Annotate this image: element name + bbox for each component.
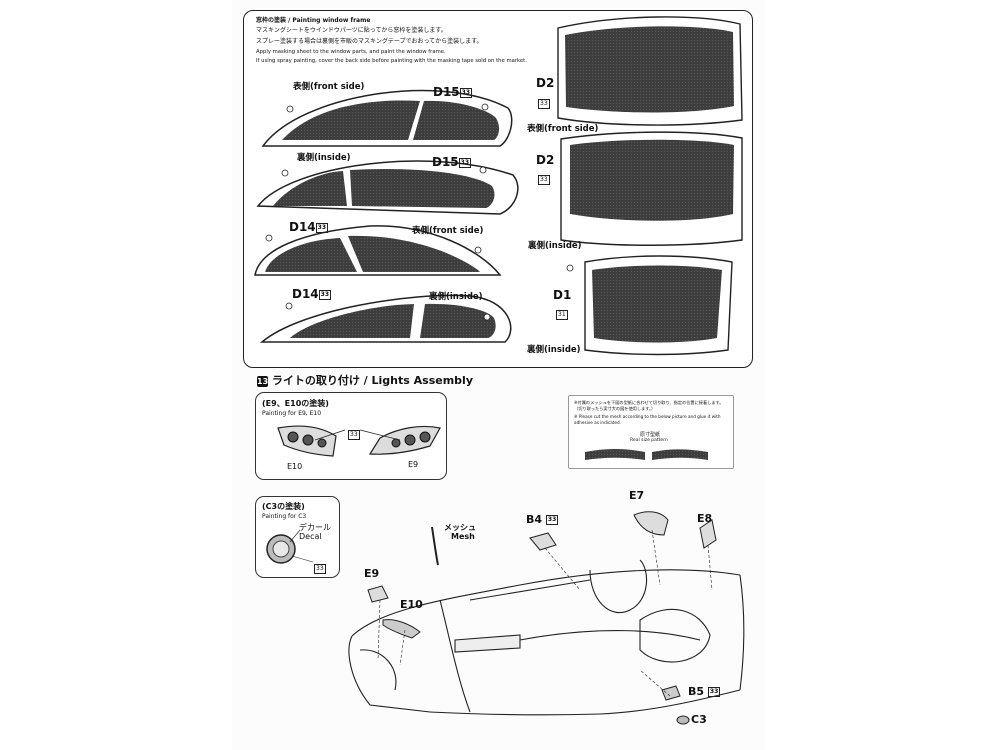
d2-inside-label: 裏側(inside) (528, 241, 582, 251)
c3-callout: 33 (314, 563, 326, 574)
decal-label-jp: デカール (299, 523, 331, 532)
e9-assembly-label: E9 (364, 567, 380, 580)
instruction-line-4: If using spray painting, cover the back … (256, 58, 527, 64)
d1-inside-label: 裏側(inside) (527, 345, 581, 355)
mesh-note-line-4: adhesive as indicated. (574, 420, 621, 425)
mesh-note-line-3: ※ Please cut the mesh according to the b… (574, 414, 721, 419)
decal-label-en: Decal (299, 532, 322, 541)
d14-inside-label: 裏側(inside) (429, 292, 483, 302)
mesh-label-jp: メッシュ (444, 523, 476, 532)
d2-inside-num: 33 (538, 174, 550, 185)
e7-label: E7 (629, 489, 645, 502)
d2-front-label: 表側(front side) (527, 124, 599, 134)
d2-inside-part: D2 (536, 153, 555, 167)
c3-painting-box (255, 496, 340, 578)
d2-front-num: 33 (538, 98, 550, 109)
mesh-note-line-2: （切り取ったら実寸大の図を使用します。） (574, 406, 656, 411)
window-frame-title: 窓枠の塗装 / Painting window frame (256, 17, 371, 24)
e10-assembly-label: E10 (400, 598, 423, 611)
d14-front-label: 表側(front side) (412, 226, 484, 236)
d2-front-part: D2 (536, 76, 555, 90)
pattern-label-jp: 原寸型紙 (640, 432, 661, 438)
lights-box-title: (E9、E10の塗装) (262, 399, 329, 408)
c3-box-title: (C3の塗装) (262, 502, 305, 511)
e9-label: E9 (408, 460, 419, 469)
d15-inside-label: 裏側(inside) (297, 153, 351, 163)
lights-callout: 33 (348, 429, 360, 440)
lights-box-subtitle: Painting for E9, E10 (262, 410, 322, 417)
instruction-line-3: Apply masking sheet to the window parts,… (256, 49, 446, 55)
step13-heading: 13 ライトの取り付け / Lights Assembly (257, 374, 473, 387)
e8-label: E8 (697, 512, 713, 525)
b5-label: B5 33 (688, 685, 721, 698)
mesh-note-line-1: ※付属のメッシュを下図の型紙に合わせて切り取り、指定の位置に接着します。 (574, 400, 724, 405)
d1-part: D1 (553, 288, 572, 302)
e10-label: E10 (287, 462, 303, 471)
c3-box-subtitle: Painting for C3 (262, 513, 307, 520)
d1-num: 31 (556, 309, 568, 320)
b4-label: B4 33 (526, 513, 559, 526)
instruction-line-2: スプレー塗装する場合は裏側を市販のマスキングテープでおおってから塗装します。 (256, 38, 483, 45)
mesh-label-en: Mesh (451, 532, 475, 541)
c3-assembly-label: C3 (691, 713, 707, 726)
d15-front-label: 表側(front side) (293, 82, 365, 92)
instruction-line-1: マスキングシートをウインドウパーツに貼ってから窓枠を塗装します。 (256, 27, 447, 34)
pattern-label-en: Real size pattern (630, 438, 668, 443)
